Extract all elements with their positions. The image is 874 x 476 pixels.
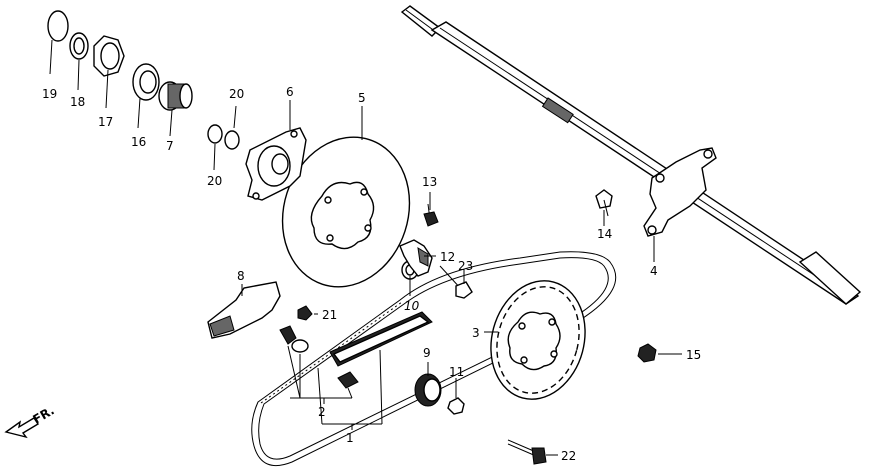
snap-ring [47, 10, 69, 42]
brake-hub [245, 127, 307, 201]
callout-15: 15 [686, 348, 701, 362]
bearing-holder-nut [132, 63, 160, 101]
callout-23: 23 [458, 259, 473, 273]
callout-6: 6 [286, 85, 294, 99]
brake-disc [281, 136, 411, 288]
nut-11 [447, 397, 465, 415]
bolt-22 [507, 439, 547, 465]
bolt-14 [595, 189, 613, 217]
callout-3: 3 [472, 326, 480, 340]
callout-13: 13 [422, 175, 437, 189]
callout-5: 5 [358, 91, 366, 105]
callout-8: 8 [237, 269, 245, 283]
callout-19: 19 [42, 87, 57, 101]
chain-slider [207, 281, 281, 339]
callout-17: 17 [98, 115, 113, 129]
callout-9: 9 [423, 346, 431, 360]
drive-chain [251, 251, 617, 466]
callout-4: 4 [650, 264, 658, 278]
callout-labels: 1 2 3 4 5 6 7 8 9 10 11 12 13 14 15 16 1… [42, 85, 701, 463]
callout-12: 12 [440, 250, 455, 264]
callout-10: 10 [404, 299, 420, 313]
callout-7: 7 [166, 139, 174, 153]
callout-11: 11 [449, 365, 464, 379]
callout-22: 22 [561, 449, 576, 463]
callout-18: 18 [70, 95, 85, 109]
oil-seal [69, 32, 89, 60]
driven-sprocket [490, 280, 586, 400]
callout-16: 16 [131, 135, 146, 149]
leader-lines [49, 39, 682, 456]
threaded-collar [158, 81, 193, 111]
flange-bolt-21 [297, 305, 313, 321]
front-arrow-icon [4, 417, 39, 439]
callout-2: 2 [318, 405, 326, 419]
callout-20-upper: 20 [229, 87, 244, 101]
rear-axle-shaft [400, 5, 862, 305]
callout-20-lower: 20 [207, 174, 222, 188]
front-direction-indicator: FR. [4, 403, 57, 439]
o-ring-lower [224, 130, 240, 150]
o-ring-upper [207, 124, 223, 144]
callout-14: 14 [597, 227, 612, 241]
nut-15 [637, 343, 657, 363]
bolt-13 [423, 203, 439, 227]
roller-bracket [399, 239, 433, 277]
chain-roller [414, 373, 442, 407]
master-link [279, 325, 359, 389]
callout-1: 1 [346, 431, 354, 445]
front-label: FR. [31, 403, 57, 426]
lock-nut [93, 35, 125, 77]
callout-21: 21 [322, 308, 337, 322]
axle-hub-flange [643, 147, 717, 237]
